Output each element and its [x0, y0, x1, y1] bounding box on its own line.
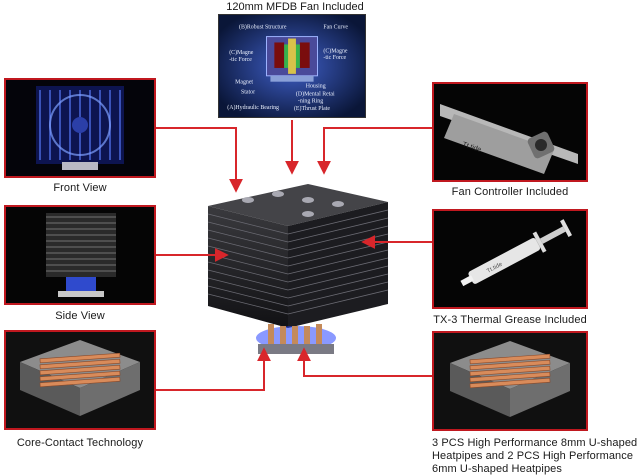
- thermal-grease-panel: Tt.tide: [432, 209, 588, 309]
- fan-diagram-panel: (B)Robust Structure Fan Curve (C)Magne -…: [218, 14, 366, 118]
- fan-caption: 120mm MFDB Fan Included: [226, 1, 364, 13]
- front-view-caption: Front View: [53, 182, 107, 194]
- fan-label-magforce-r1: (C)Magne: [323, 47, 348, 54]
- side-view-image: [6, 207, 154, 303]
- fan-label-curve: Fan Curve: [323, 25, 348, 31]
- side-view-panel: [4, 205, 156, 305]
- core-contact-panel: [4, 330, 156, 430]
- fan-label-thrust: (E)Thrust Plate: [294, 105, 330, 112]
- thermal-grease-image: Tt.tide: [434, 211, 586, 307]
- fan-label-housing: Housing: [306, 84, 326, 90]
- heatpipes-caption: 3 PCS High Performance 8mm U-shaped Heat…: [432, 437, 638, 475]
- front-view-image: [6, 80, 154, 176]
- fan-label-magforce-l1: (C)Magne: [229, 49, 254, 56]
- fan-label-magnet: Magnet: [235, 80, 253, 86]
- cpu-cooler-image: [207, 184, 389, 354]
- fan-label-magforce-l2: -tic Force: [229, 57, 252, 63]
- fan-controller-caption: Fan Controller Included: [451, 186, 569, 198]
- heatpipes-panel: [432, 331, 588, 431]
- side-view-caption: Side View: [55, 310, 105, 322]
- fan-label-magforce-r2: -tic Force: [323, 55, 346, 61]
- fan-controller-image: Tt.tide: [434, 84, 586, 180]
- fan-label-ring-2: -ning Ring: [298, 98, 323, 104]
- fan-label-robust: (B)Robust Structure: [239, 24, 287, 31]
- fan-controller-panel: Tt.tide: [432, 82, 588, 182]
- front-view-panel: [4, 78, 156, 178]
- core-contact-image: [6, 332, 154, 428]
- arrow-fan-controller: [317, 127, 432, 175]
- heatpipes-image: [434, 333, 586, 429]
- core-contact-caption: Core-Contact Technology: [16, 437, 144, 449]
- fan-label-ring-1: (D)Mental Retai: [296, 90, 335, 97]
- thermal-grease-caption: TX-3 Thermal Grease Included: [433, 314, 587, 326]
- fan-label-bearing: (A)Hydraulic Bearing: [227, 104, 279, 111]
- fan-cross-section-diagram: (B)Robust Structure Fan Curve (C)Magne -…: [219, 15, 365, 117]
- fan-label-stator: Stator: [241, 89, 255, 95]
